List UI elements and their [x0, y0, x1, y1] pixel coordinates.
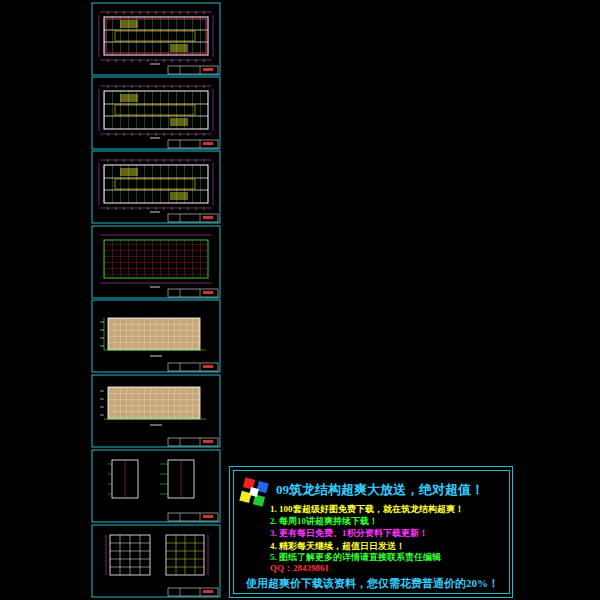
ad-line: 5. 图纸了解更多的详情请直接联系责任编辑 — [270, 552, 441, 562]
ad-panel: 09筑龙结构超爽大放送，绝对超值！ 1. 100套超级好图免费下载，就在筑龙结构超… — [233, 470, 510, 594]
logo-pinwheel — [239, 477, 268, 506]
sheet-elevation-2 — [92, 375, 220, 447]
sheet-elevation-1 — [92, 300, 220, 372]
sheet-plan-3 — [92, 151, 220, 223]
ad-title: 09筑龙结构超爽大放送，绝对超值！ — [276, 483, 484, 498]
ad-line: QQ：28439861 — [270, 563, 329, 573]
sheet-plan-2 — [92, 77, 220, 149]
ad-line: 使用超爽价下载该资料，您仅需花费普通价的20%！ — [246, 577, 499, 590]
ad-panel-frame — [230, 467, 513, 598]
ad-line: 1. 100套超级好图免费下载，就在筑龙结构超爽！ — [270, 504, 464, 514]
sheet-plan-1 — [92, 3, 220, 75]
ad-line: 2. 每周10讲超爽持续下载！ — [270, 516, 378, 526]
ad-line: 3. 更有每日免费、1积分资料下载更新！ — [270, 528, 428, 538]
sheet-grid-plan — [92, 226, 220, 298]
sheet-section-1 — [92, 450, 220, 522]
sheet-section-2 — [92, 525, 220, 597]
ad-line: 4. 精彩每天继续，超值日日发送！ — [270, 541, 405, 551]
